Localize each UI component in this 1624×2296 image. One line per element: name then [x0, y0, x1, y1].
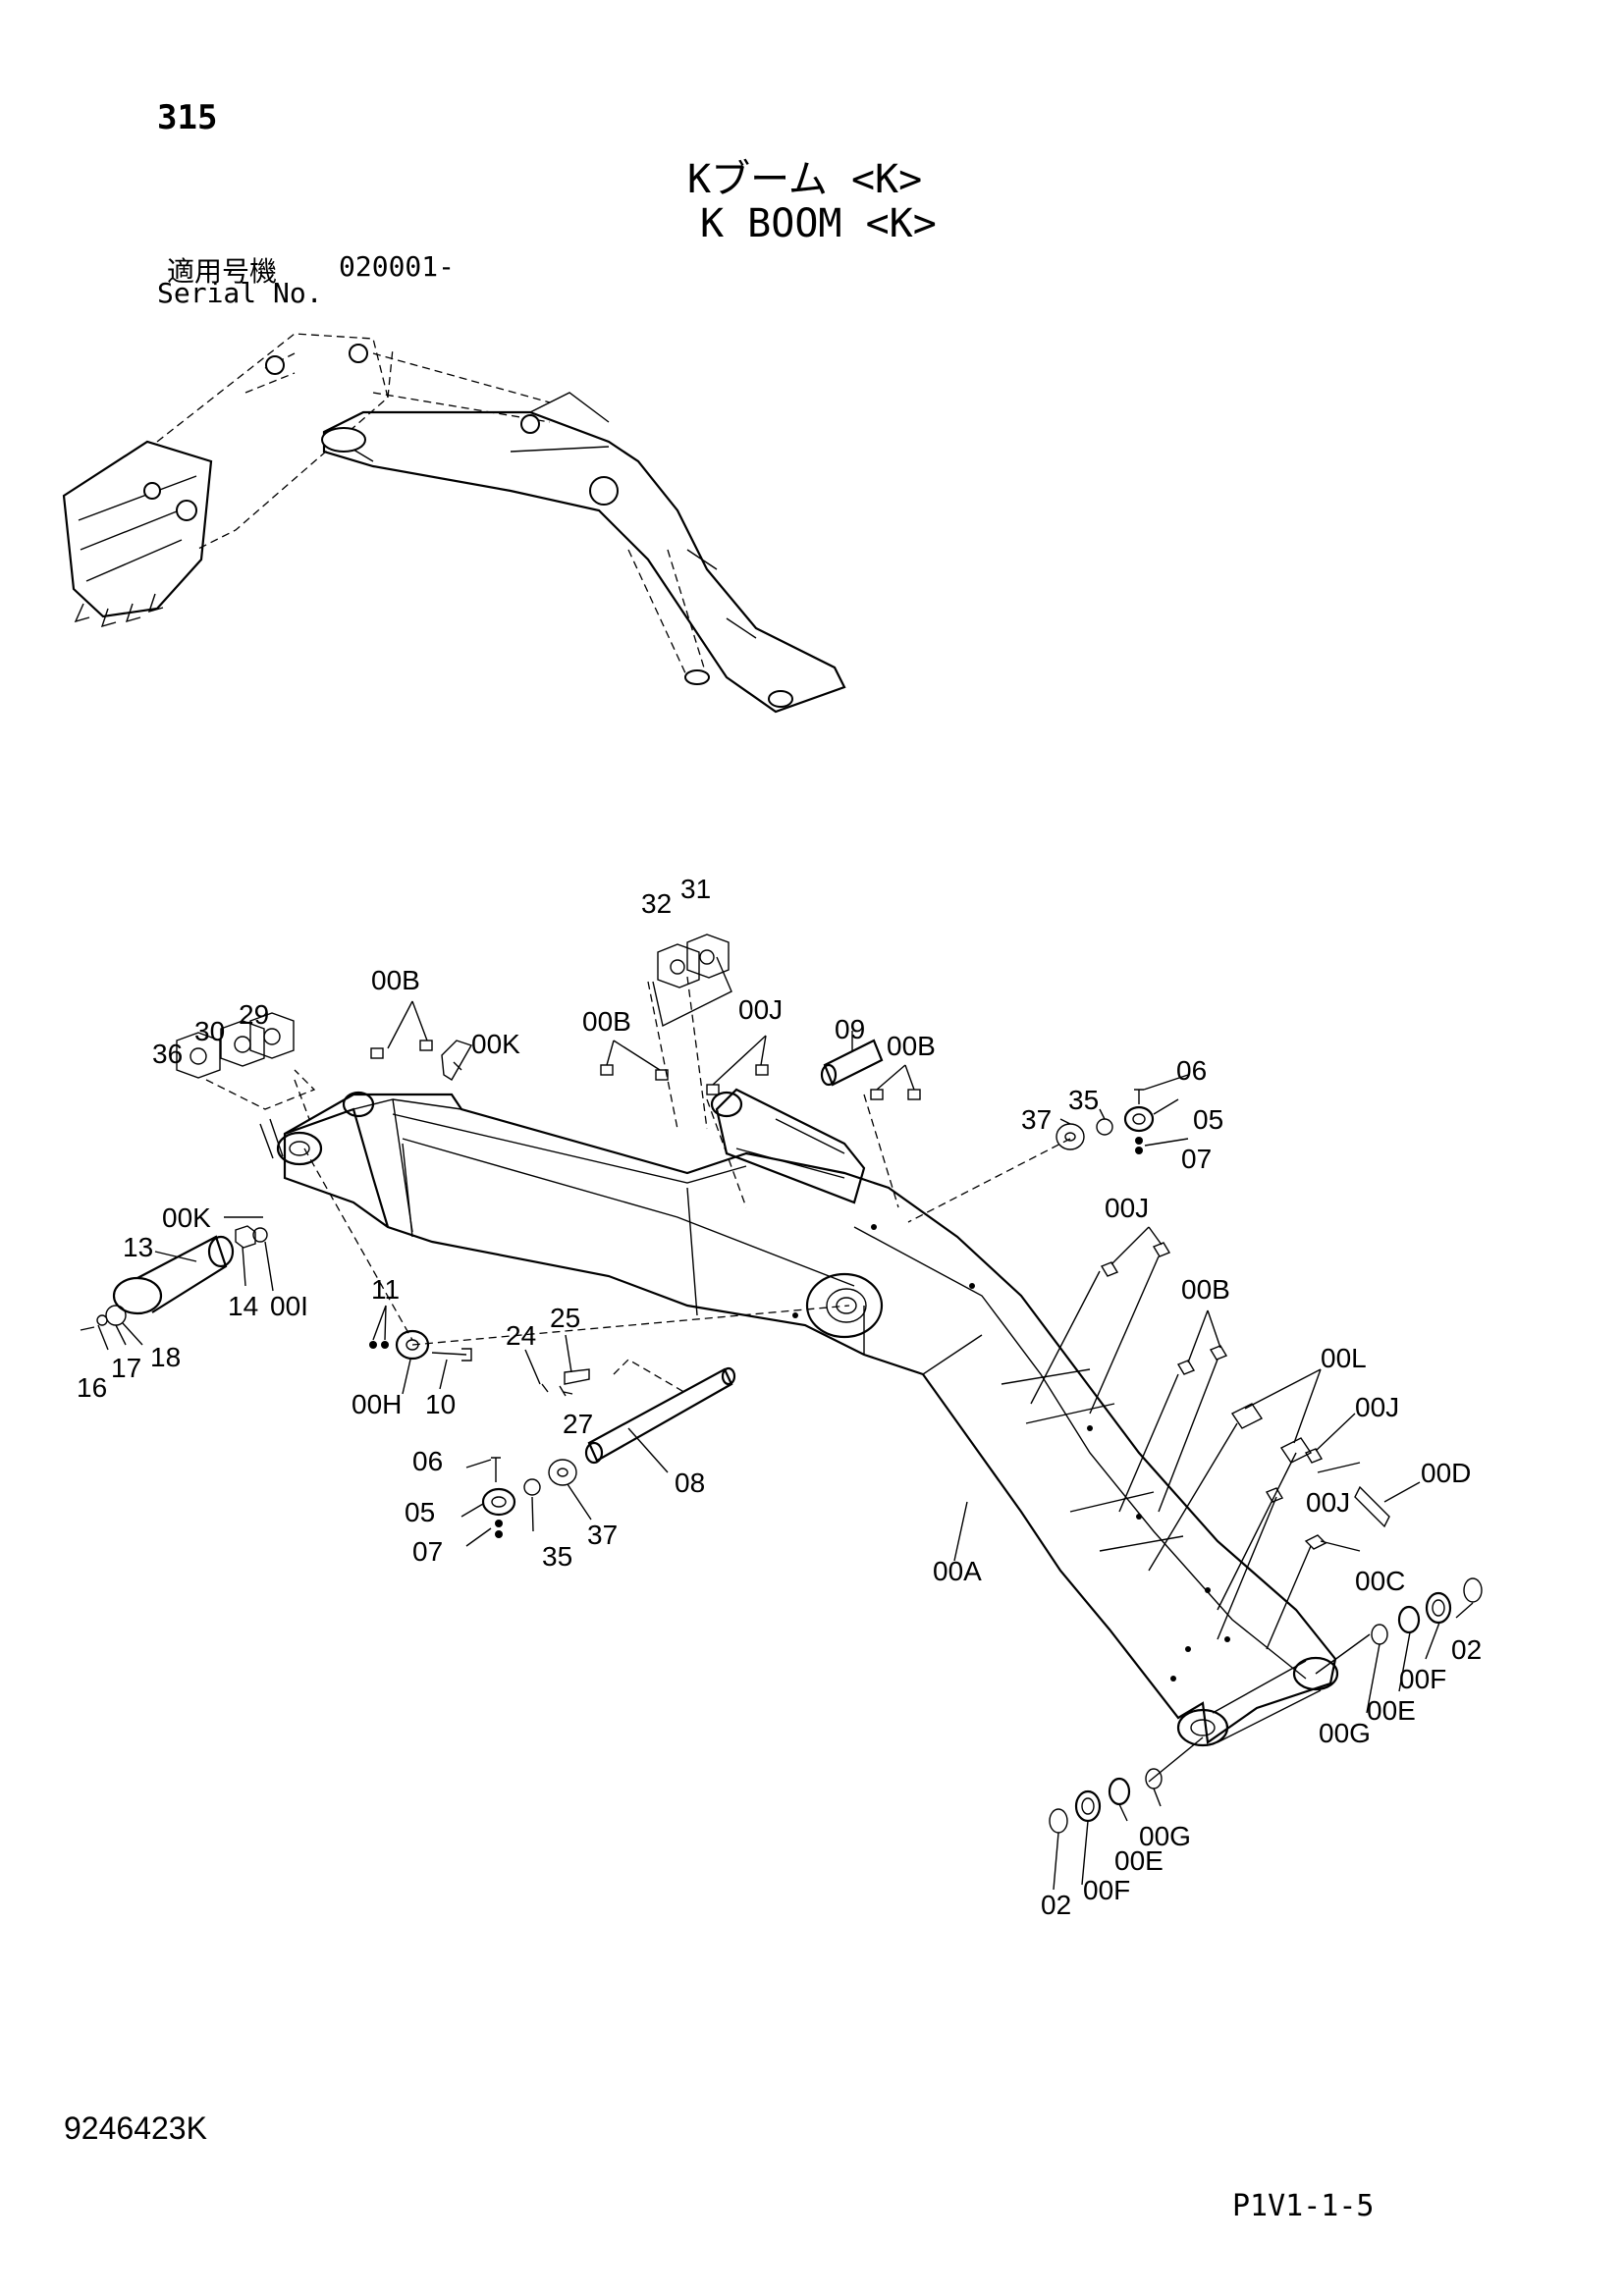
- callout-label: 27: [563, 1409, 593, 1439]
- callout-label: 37: [1021, 1104, 1052, 1135]
- callout-label: 00K: [471, 1029, 520, 1059]
- callout-label: 00J: [1306, 1487, 1350, 1518]
- overview-front-attachment: [62, 333, 551, 628]
- callout-label: 10: [425, 1389, 456, 1419]
- exploded-parts: [80, 934, 1483, 1834]
- callout-label: 06: [412, 1446, 443, 1476]
- serial-number: 020001-: [339, 250, 456, 283]
- callout-label: 35: [1068, 1085, 1099, 1115]
- callout-label: 00E: [1114, 1845, 1164, 1876]
- callout-label: 08: [675, 1468, 705, 1498]
- callout-label: 00A: [933, 1556, 982, 1586]
- callout-label: 00J: [1355, 1392, 1399, 1422]
- callout-label: 30: [194, 1016, 225, 1046]
- callout-label: 35: [542, 1541, 572, 1572]
- drawing-number: 9246423K: [64, 2110, 207, 2146]
- serial-label-japanese: 適用号機: [167, 255, 278, 288]
- callout-label: 07: [412, 1536, 443, 1567]
- callout-label: 18: [150, 1342, 181, 1372]
- callout-label: 00G: [1139, 1821, 1191, 1851]
- callout-label: 11: [371, 1274, 400, 1305]
- callout-label: 24: [506, 1320, 536, 1351]
- callout-label: 00C: [1355, 1566, 1405, 1596]
- callout-label: 09: [835, 1014, 865, 1044]
- callout-label: 31: [680, 874, 711, 904]
- callout-label: 16: [77, 1372, 107, 1403]
- callout-label: 00D: [1421, 1458, 1471, 1488]
- callout-labels: 32 31 00B 29 30 36 00K 00B 00J 09 00B 06…: [77, 874, 1482, 1920]
- callout-label: 00B: [582, 1006, 631, 1037]
- callout-label: 00J: [738, 994, 783, 1025]
- callout-label: 00B: [887, 1031, 936, 1061]
- callout-label: 05: [1193, 1104, 1223, 1135]
- serial-label-english: Serial No.: [157, 277, 323, 309]
- callout-label: 14: [228, 1291, 258, 1321]
- callout-label: 13: [123, 1232, 153, 1262]
- overview-boom: [321, 392, 846, 714]
- page-code: P1V1-1-5: [1232, 2189, 1375, 2223]
- callout-label: 00J: [1105, 1193, 1149, 1223]
- callout-label: 00B: [1181, 1274, 1230, 1305]
- callout-label: 00L: [1321, 1343, 1367, 1373]
- title-english: K BOOM <K>: [700, 201, 937, 246]
- callout-label: 07: [1181, 1144, 1212, 1174]
- callout-label: 00H: [352, 1389, 402, 1419]
- callout-label: 00F: [1399, 1664, 1446, 1694]
- callout-label: 37: [587, 1520, 618, 1550]
- callout-label: 00F: [1083, 1875, 1130, 1905]
- callout-label: 06: [1176, 1055, 1207, 1086]
- callout-label: 02: [1451, 1634, 1482, 1665]
- callout-label: 29: [239, 999, 269, 1030]
- callout-label: 00E: [1367, 1695, 1416, 1726]
- page-number: 315: [157, 98, 218, 137]
- main-boom-body: [276, 1088, 1339, 1747]
- callout-label: 00I: [270, 1291, 308, 1321]
- title-japanese: Kブーム <K>: [687, 157, 923, 202]
- callout-label: 00B: [371, 965, 420, 995]
- callout-label: 32: [641, 888, 672, 919]
- callout-label: 36: [152, 1039, 183, 1069]
- callout-label: 02: [1041, 1890, 1071, 1920]
- callout-label: 17: [111, 1353, 141, 1383]
- callout-label: 25: [550, 1303, 580, 1333]
- leader-lines: [97, 976, 1474, 1891]
- callout-label: 00G: [1319, 1718, 1371, 1748]
- callout-label: 00K: [162, 1202, 211, 1233]
- callout-label: 05: [405, 1497, 435, 1527]
